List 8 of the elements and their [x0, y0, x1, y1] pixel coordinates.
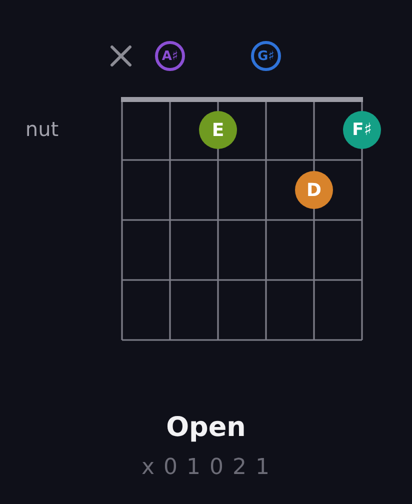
open-string-ring: A♯ [155, 41, 185, 71]
finger-dot: F♯ [343, 111, 381, 149]
finger-dot: E [199, 111, 237, 149]
finger-dot: D [295, 171, 333, 209]
nut-label: nut [25, 117, 59, 142]
fingering-text: x 0 1 0 2 1 [142, 454, 270, 482]
open-string-ring: G♯ [251, 41, 281, 71]
chord-name: Open [166, 411, 246, 445]
